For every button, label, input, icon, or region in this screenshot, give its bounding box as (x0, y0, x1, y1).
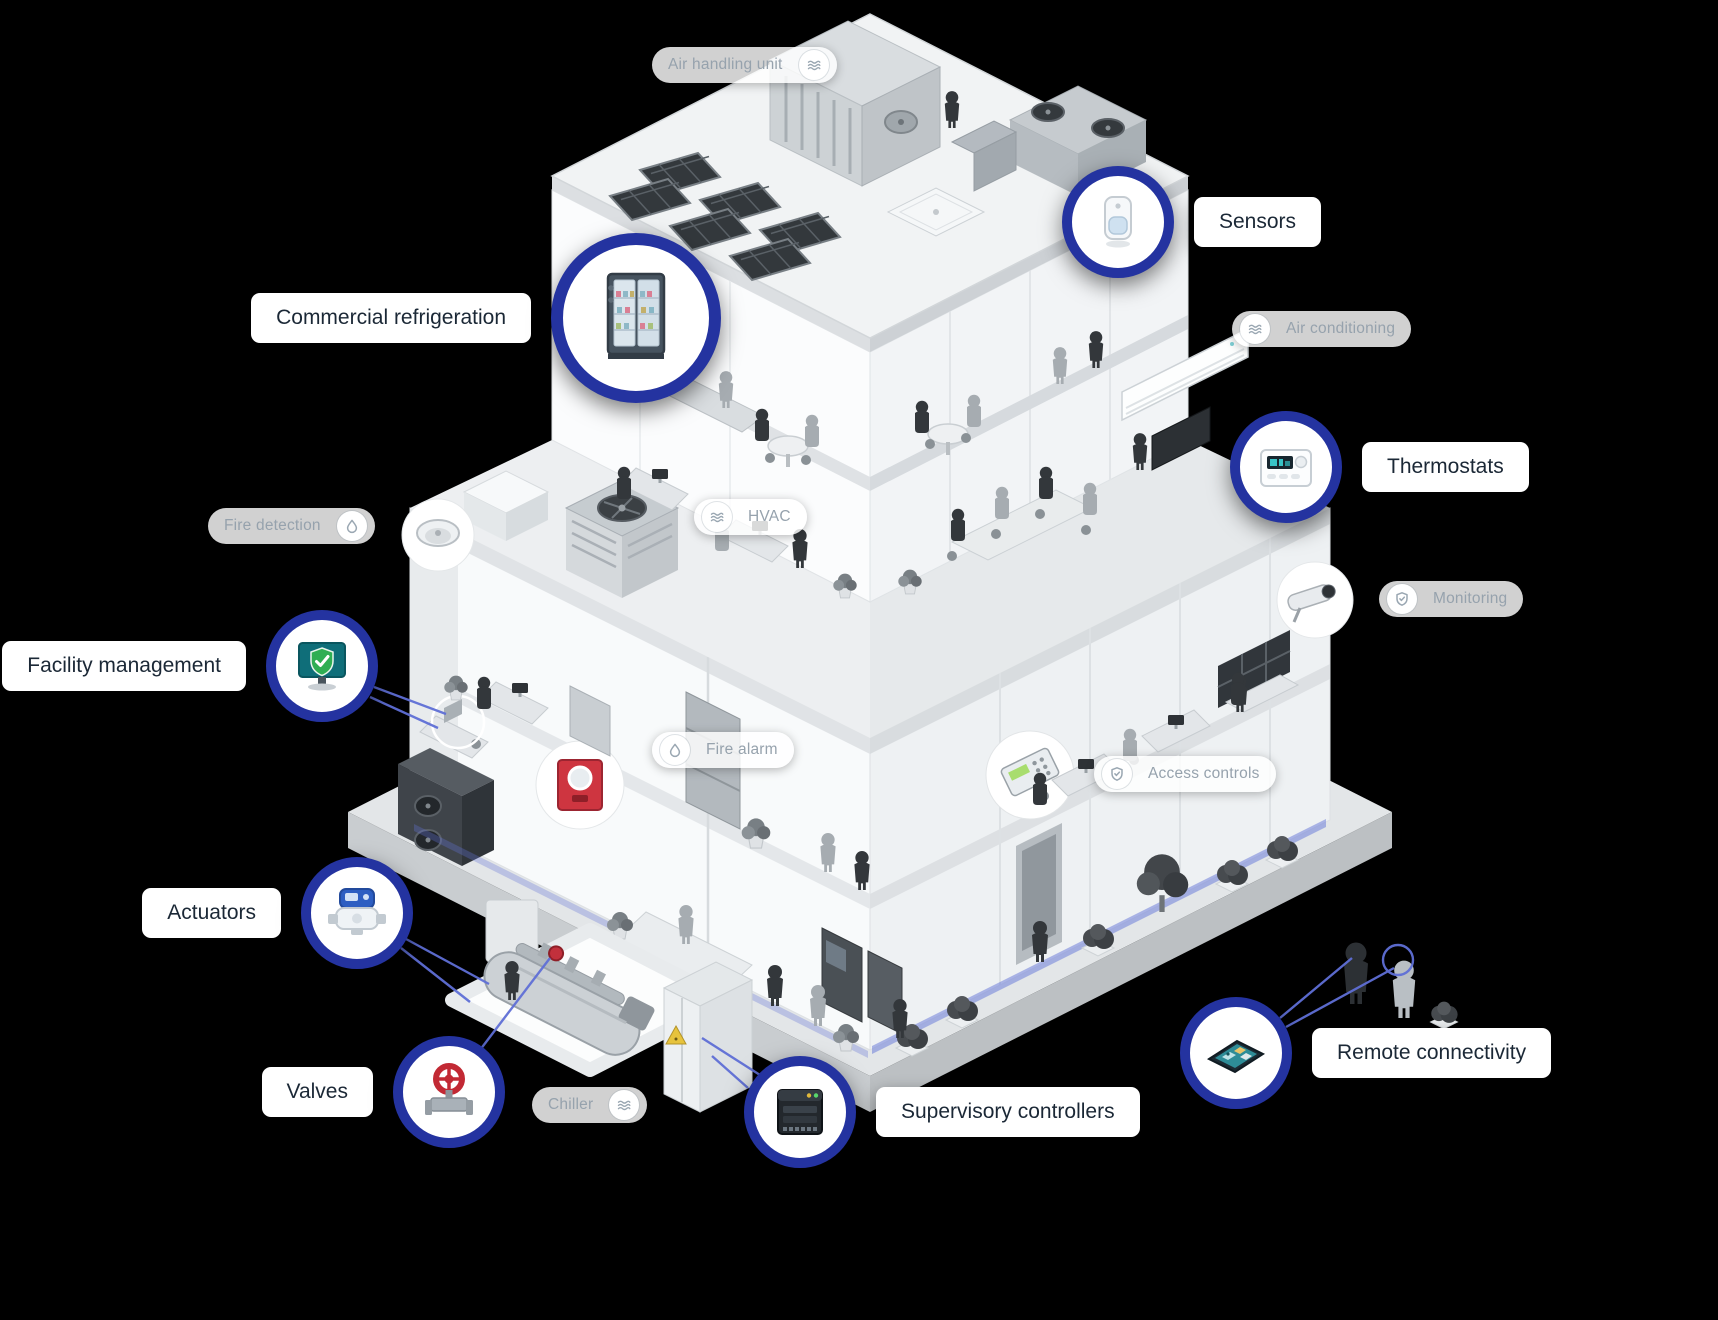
smoke-detector-graphic (401, 498, 475, 572)
security-camera-graphic (1276, 561, 1354, 639)
remote-connectivity-label[interactable]: Remote connectivity (1312, 1028, 1552, 1078)
motion-sensor-icon (1104, 196, 1132, 248)
droplet-icon (660, 735, 690, 765)
supervisory-controllers-badge[interactable] (744, 1056, 856, 1168)
callout-supervisory-controllers: Supervisory controllers (744, 1056, 1140, 1168)
refrigerator-icon (606, 272, 666, 359)
pill-label: Monitoring (1433, 590, 1508, 607)
ceiling-cassette-graphic (886, 187, 986, 237)
valves-badge[interactable] (393, 1036, 505, 1148)
facility-management-label[interactable]: Facility management (2, 641, 246, 691)
valves-label[interactable]: Valves (261, 1067, 373, 1117)
pill-label: Chiller (548, 1096, 594, 1113)
pill-fire-detection[interactable]: Fire detection (208, 508, 375, 544)
actuators-label[interactable]: Actuators (142, 888, 281, 938)
hvac-unit-graphic (564, 479, 680, 598)
valve-icon (425, 1063, 473, 1115)
ac-split-unit-graphic (1121, 327, 1249, 471)
actuator-icon (328, 888, 386, 935)
actuators-badge[interactable] (301, 857, 413, 969)
callout-commercial-refrigeration: Commercial refrigeration (251, 233, 721, 403)
air-handling-unit-graphic (768, 20, 942, 187)
exterior-condenser-graphic (398, 748, 494, 866)
airflow-icon (609, 1090, 640, 1120)
callout-sensors: Sensors (1062, 166, 1322, 278)
pill-label: HVAC (748, 508, 791, 525)
pill-label: Access controls (1148, 765, 1260, 782)
pill-chiller[interactable]: Chiller (532, 1087, 648, 1123)
commercial-refrigeration-label[interactable]: Commercial refrigeration (251, 293, 531, 343)
pill-label: Air handling unit (668, 56, 783, 73)
access-keypad-graphic (985, 730, 1075, 820)
supervisory-controllers-label[interactable]: Supervisory controllers (876, 1087, 1140, 1137)
connector-lines (369, 685, 1415, 1089)
pill-air-handling-unit[interactable]: Air handling unit (652, 47, 837, 83)
facility-management-badge[interactable] (266, 610, 378, 722)
sensors-badge[interactable] (1062, 166, 1174, 278)
skylight-graphic (462, 470, 550, 541)
pill-access-controls[interactable]: Access controls (1094, 756, 1276, 792)
callout-valves: Valves (261, 1036, 505, 1148)
thermostats-badge[interactable] (1230, 411, 1342, 523)
callout-actuators: Actuators (142, 857, 413, 969)
monitor-shield-icon (298, 642, 346, 691)
pill-hvac[interactable]: HVAC (694, 499, 807, 535)
commercial-refrigeration-badge[interactable] (551, 233, 721, 403)
thermostats-label[interactable]: Thermostats (1362, 442, 1529, 492)
callout-facility-management: Facility management (2, 610, 378, 722)
pill-label: Fire alarm (706, 741, 778, 758)
pill-fire-alarm[interactable]: Fire alarm (652, 732, 794, 768)
remote-connectivity-badge[interactable] (1180, 997, 1292, 1109)
pill-monitoring[interactable]: Monitoring (1379, 581, 1524, 617)
airflow-icon (1240, 314, 1270, 344)
airflow-icon (702, 502, 732, 532)
callout-remote-connectivity: Remote connectivity (1180, 997, 1552, 1109)
sensors-label[interactable]: Sensors (1194, 197, 1322, 247)
lower-floors (409, 507, 1331, 1051)
tablet-icon (1206, 1039, 1266, 1074)
shield-icon (1387, 584, 1417, 614)
droplet-icon (336, 511, 367, 541)
controller-icon (777, 1089, 823, 1135)
roof-duct-graphic (950, 120, 1018, 192)
pill-label: Air conditioning (1286, 320, 1396, 337)
pill-label: Fire detection (224, 517, 321, 534)
thermostat-icon (1260, 449, 1312, 487)
airflow-icon (798, 50, 829, 80)
fire-alarm-graphic (535, 740, 625, 830)
shield-icon (1102, 759, 1132, 789)
pill-air-conditioning[interactable]: Air conditioning (1232, 311, 1412, 347)
callout-thermostats: Thermostats (1230, 411, 1529, 523)
electrical-cabinet-graphic (662, 961, 754, 1113)
